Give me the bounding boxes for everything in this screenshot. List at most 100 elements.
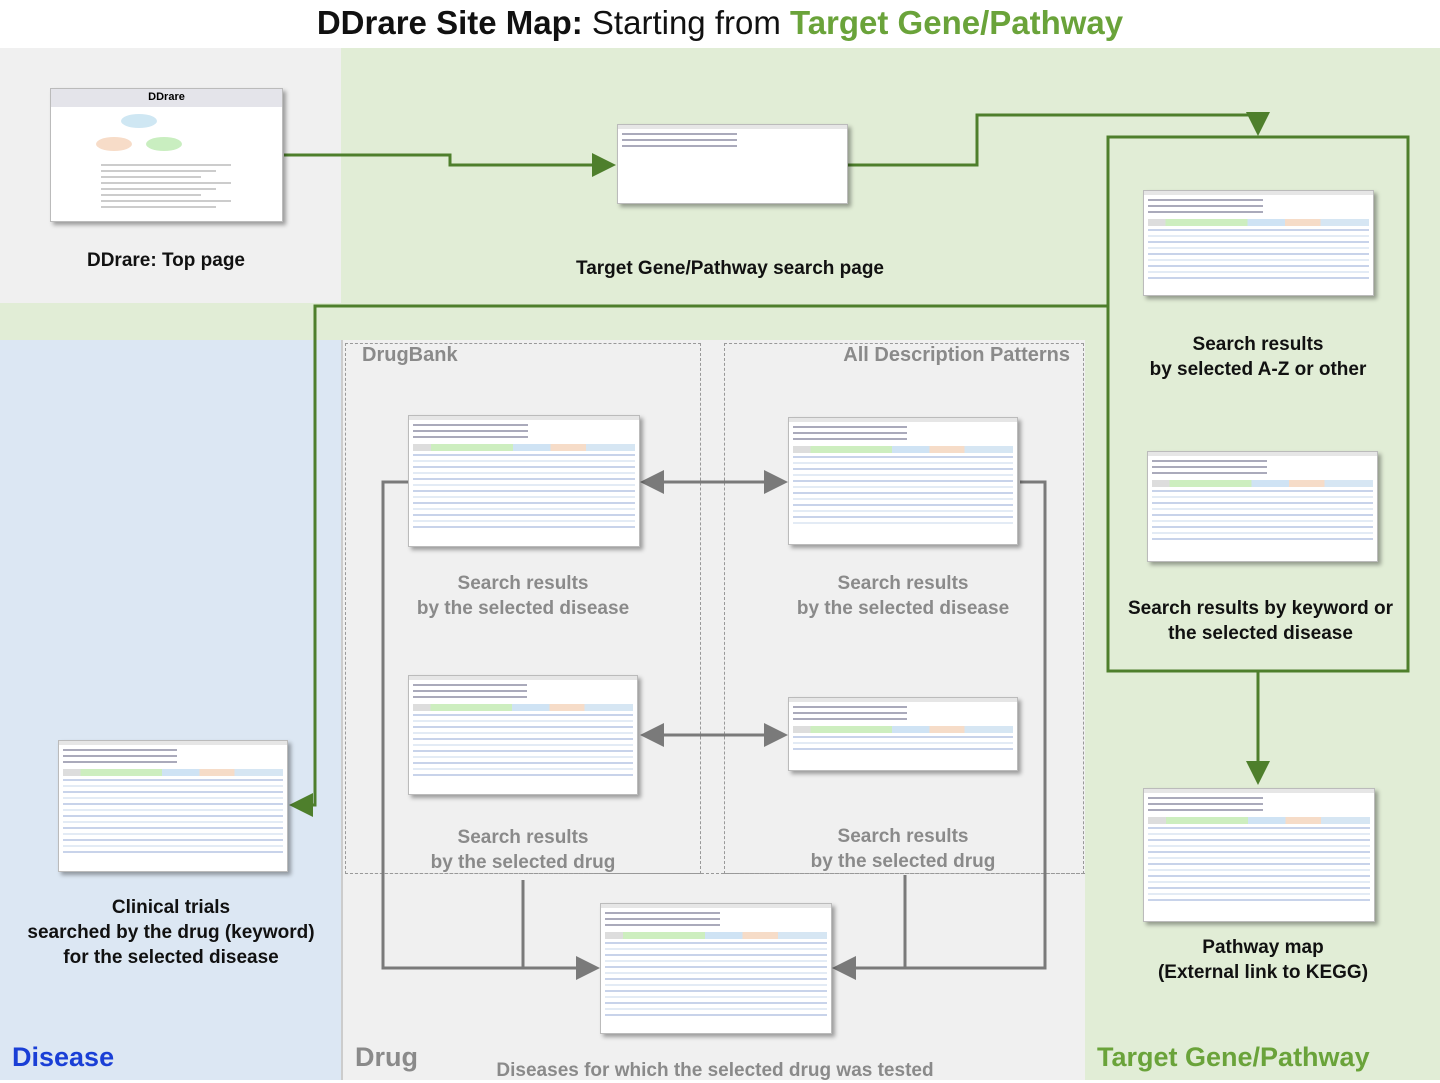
thumb-table-row <box>413 714 633 716</box>
diseases-tested-thumbnail[interactable] <box>600 903 832 1034</box>
thumb-text-line <box>63 755 177 757</box>
thumb-table-row <box>413 460 635 462</box>
thumb-header-bar <box>409 416 639 420</box>
thumb-table-header <box>63 769 283 776</box>
thumb-table-row <box>413 732 633 734</box>
thumb-text-line <box>101 164 231 166</box>
thumb-table-row <box>413 526 635 528</box>
thumb-table-row <box>413 472 635 474</box>
clinical-trials-thumbnail[interactable] <box>58 740 288 872</box>
thumb-table-row <box>605 948 827 950</box>
thumb-table-row <box>1148 253 1369 255</box>
ddrare-logo: DDrare <box>51 89 282 107</box>
thumb-table-row <box>1148 229 1369 231</box>
thumb-text-line <box>413 424 528 426</box>
thumb-text-line <box>101 176 201 178</box>
thumb-table-row <box>413 514 635 516</box>
thumb-table-row <box>1148 827 1370 829</box>
thumb-table-row <box>63 803 283 805</box>
thumb-text-line <box>605 924 720 926</box>
thumb-header-bar <box>1148 452 1377 456</box>
thumb-table-row <box>63 839 283 841</box>
thumb-text-line <box>101 170 216 172</box>
thumb-table-row <box>413 750 633 752</box>
thumb-table-row <box>1148 857 1370 859</box>
thumb-table-row <box>63 779 283 781</box>
thumb-table-row <box>1148 235 1369 237</box>
thumb-text-line <box>622 133 737 135</box>
thumb-table-row <box>605 1002 827 1004</box>
arrow-top-to-search <box>284 153 616 177</box>
thumb-table-row <box>1152 502 1373 504</box>
thumb-table-row <box>793 736 1013 738</box>
top-page-thumbnail[interactable]: DDrare <box>50 88 283 222</box>
thumb-table-row <box>793 516 1013 518</box>
thumb-table-row <box>605 984 827 986</box>
thumb-text-line <box>101 182 231 184</box>
az-results-thumbnail[interactable] <box>1143 190 1374 296</box>
thumb-table-row <box>413 496 635 498</box>
disease-section-title: Disease <box>12 1042 115 1072</box>
thumb-table-row <box>793 474 1013 476</box>
thumb-table-row <box>605 942 827 944</box>
thumb-table-header <box>1152 480 1373 487</box>
thumb-table-row <box>605 960 827 962</box>
thumb-text-line <box>1148 797 1263 799</box>
pathway-map-thumbnail[interactable] <box>1143 788 1375 922</box>
thumb-header-bar <box>789 698 1017 702</box>
thumb-table-row <box>413 768 633 770</box>
ad-drug-thumbnail[interactable] <box>788 697 1018 771</box>
thumb-table-row <box>1152 520 1373 522</box>
thumb-text-line <box>413 690 527 692</box>
thumb-table-row <box>413 756 633 758</box>
thumb-header-bar <box>1144 191 1373 195</box>
thumb-table-row <box>413 490 635 492</box>
db-disease-thumbnail[interactable] <box>408 415 640 547</box>
thumb-text-line <box>1148 211 1263 213</box>
thumb-text-line <box>413 436 528 438</box>
thumb-table-row <box>413 744 633 746</box>
thumb-text-line <box>63 749 177 751</box>
page-title: DDrare Site Map: Starting from Target Ge… <box>316 4 1124 41</box>
thumb-table-row <box>793 504 1013 506</box>
ad-disease-thumbnail[interactable] <box>788 417 1018 545</box>
thumb-table-header <box>413 704 633 711</box>
thumb-table-header <box>793 446 1013 453</box>
bottom-divider <box>345 873 1085 874</box>
drugbank-heading: DrugBank <box>362 344 458 366</box>
thumb-text-line <box>793 706 907 708</box>
thumb-table-row <box>1148 271 1369 273</box>
target-search-page-thumbnail[interactable] <box>617 124 848 204</box>
thumb-text-line <box>1148 809 1263 811</box>
thumb-table-row <box>63 797 283 799</box>
arrow-right-bracket <box>832 480 1047 980</box>
thumb-table-header <box>605 932 827 939</box>
thumb-table-row <box>1148 277 1369 279</box>
keyword-results-thumbnail[interactable] <box>1147 451 1378 562</box>
thumb-text-line <box>793 432 907 434</box>
thumb-text-line <box>622 145 737 147</box>
thumb-table-row <box>1148 265 1369 267</box>
thumb-table-row <box>1152 514 1373 516</box>
thumb-table-row <box>413 726 633 728</box>
thumb-table-row <box>1148 893 1370 895</box>
thumb-table-row <box>605 1014 827 1016</box>
thumb-table-header <box>1148 219 1369 226</box>
thumb-table-row <box>63 815 283 817</box>
target-section-title: Target Gene/Pathway <box>1097 1042 1370 1072</box>
thumb-table-row <box>1148 833 1370 835</box>
thumb-table-header <box>413 444 635 451</box>
thumb-table-row <box>1152 490 1373 492</box>
db-drug-thumbnail[interactable] <box>408 675 638 795</box>
thumb-text-line <box>413 430 528 432</box>
thumb-table-row <box>413 508 635 510</box>
thumb-text-line <box>101 206 216 208</box>
thumb-table-row <box>413 454 635 456</box>
thumb-text-line <box>793 426 907 428</box>
target-band-left <box>0 303 341 340</box>
